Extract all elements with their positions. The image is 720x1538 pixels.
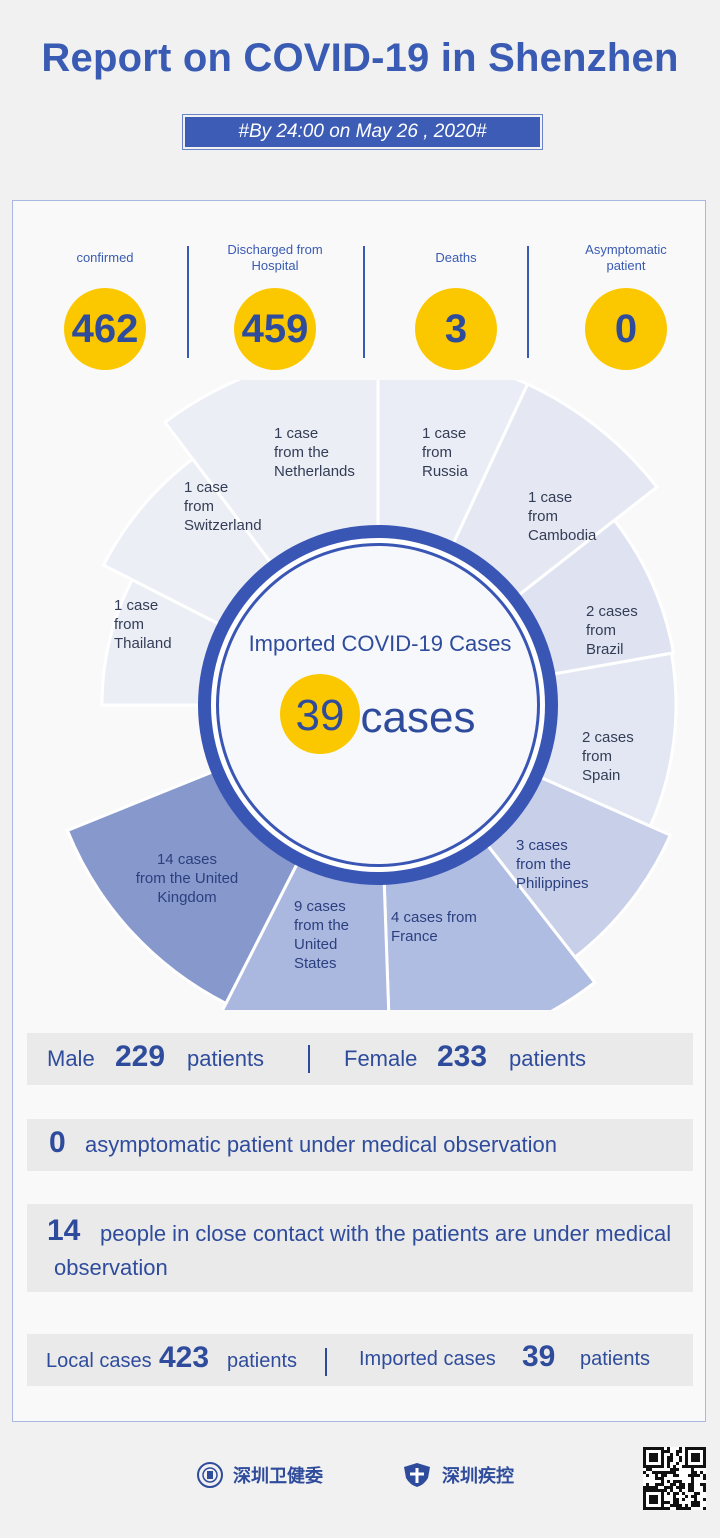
date-banner: #By 24:00 on May 26 , 2020# (185, 117, 540, 147)
local-unit: patients (227, 1350, 298, 1372)
female-unit: patients (509, 1046, 587, 1071)
stat-value: 459 (234, 288, 316, 370)
stat-value: 462 (64, 288, 146, 370)
local-label: Local cases (46, 1350, 152, 1372)
asymptomatic-text: asymptomatic patient under medical obser… (85, 1132, 558, 1157)
stat-label: Deaths (435, 250, 477, 265)
divider (308, 1045, 310, 1073)
health-commission-name: 深圳卫健委 (233, 1466, 323, 1486)
male-value: 229 (115, 1040, 166, 1073)
qr-code (643, 1447, 706, 1510)
stat-asymptomatic: Asymptomatic patient 0 (541, 242, 711, 370)
divider (527, 246, 529, 358)
divider (187, 246, 189, 358)
stat-deaths: Deaths 3 (371, 242, 541, 370)
stat-discharged: Discharged from Hospital 459 (190, 242, 360, 370)
cdc-shield-icon (404, 1463, 430, 1487)
center-unit: cases (361, 693, 476, 742)
center-count-circle (280, 674, 360, 754)
stat-label: confirmed (76, 250, 134, 265)
stat-label: Asymptomatic patient (585, 242, 667, 273)
cdc-name: 深圳疾控 (442, 1466, 514, 1486)
imported-value: 39 (522, 1340, 556, 1373)
contacts-text: people in close contact with the patient… (100, 1221, 672, 1246)
stat-confirmed: confirmed 462 (20, 242, 190, 370)
female-label: Female (344, 1046, 418, 1071)
stat-label: Discharged from Hospital (227, 242, 323, 273)
imported-label: Imported cases (359, 1348, 496, 1370)
stat-value: 0 (585, 288, 667, 370)
contacts-value: 14 (47, 1214, 81, 1247)
divider (363, 246, 365, 358)
page-title: Report on COVID-19 in Shenzhen (41, 36, 679, 80)
male-unit: patients (187, 1046, 265, 1071)
male-label: Male (47, 1046, 95, 1071)
gender-row: Male 229 patients Female 233 patients (27, 1033, 693, 1085)
center-disc (219, 546, 537, 864)
center-title: Imported COVID-19 Cases (249, 631, 512, 656)
asymptomatic-value: 0 (49, 1126, 66, 1159)
divider (325, 1348, 327, 1376)
health-commission-logo: 深圳卫健委 (197, 1462, 323, 1488)
contacts-text-cont: observation (54, 1255, 168, 1280)
case-origin-row: Local cases 423 patients Imported cases … (27, 1334, 693, 1386)
center-count: 39 (296, 691, 345, 740)
cdc-logo: 深圳疾控 (402, 1462, 514, 1488)
emblem-icon (197, 1462, 223, 1488)
female-value: 233 (437, 1040, 488, 1073)
local-value: 423 (159, 1341, 210, 1374)
imported-unit: patients (580, 1348, 651, 1370)
close-contacts-row: 14 people in close contact with the pati… (27, 1204, 693, 1292)
asymptomatic-row: 0 asymptomatic patient under medical obs… (27, 1119, 693, 1171)
stat-value: 3 (415, 288, 497, 370)
